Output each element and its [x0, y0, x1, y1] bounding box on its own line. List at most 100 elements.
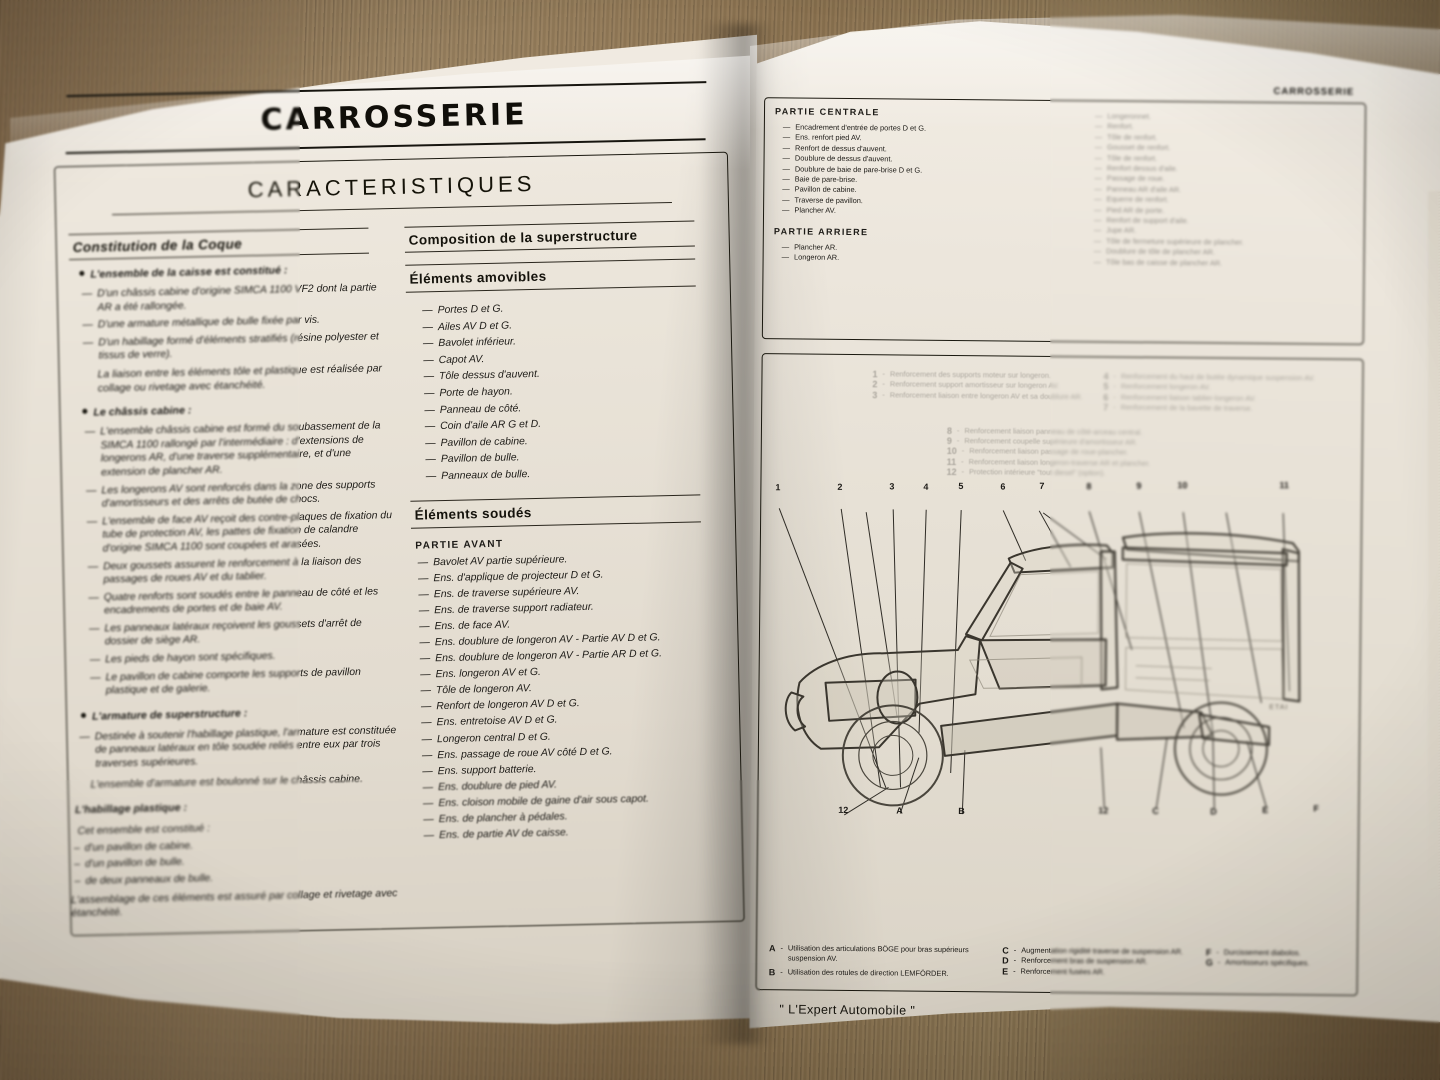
- legend-item: 12-Protection intérieure "tout diesel" (…: [946, 467, 1106, 478]
- legend-text: Renforcement de la bavette de traverse.: [1120, 402, 1253, 414]
- legend-numbers: 1-Renforcement des supports moteur sur l…: [872, 369, 1352, 415]
- legend-key: B: [768, 966, 776, 977]
- dash-marker: —: [422, 766, 433, 778]
- dash-marker: —: [1094, 132, 1103, 142]
- legend-item: B-Utilisation des rotules de direction L…: [768, 966, 949, 978]
- list-item-text: Porte de hayon.: [439, 386, 513, 400]
- legend-numbers-left: 1-Renforcement des supports moteur sur l…: [872, 369, 1087, 413]
- callout-6: 6: [1000, 481, 1006, 492]
- diagram-box: 1-Renforcement des supports moteur sur l…: [755, 353, 1364, 996]
- dash-marker: —: [420, 701, 432, 713]
- legend-item: E-Renforcement fusées AR.: [1002, 966, 1105, 977]
- legend-letters: A-Utilisation des articulations BÖGE pou…: [769, 943, 1325, 983]
- callout-A: A: [896, 805, 903, 816]
- dash-marker: —: [90, 672, 101, 684]
- list-item-text: Longeron central D et G.: [436, 731, 551, 745]
- list-item-text: Destinée à soutenir l'habillage plastiqu…: [94, 724, 397, 770]
- list-item-text: Ailes AV D et G.: [437, 320, 513, 333]
- dash-marker: —: [418, 589, 429, 601]
- dash-marker: —: [782, 184, 790, 194]
- col2-sub-soudes: Éléments soudés: [414, 504, 532, 523]
- list-partie-centrale: —Encadrement d'entrée de portes D et G. …: [782, 122, 1085, 219]
- dash-marker: —: [1094, 194, 1102, 204]
- list-item: —L'ensemble châssis cabine est formé du …: [85, 419, 392, 480]
- dash-marker: —: [81, 288, 93, 300]
- dash-marker: —: [418, 605, 430, 617]
- dash-marker: —: [421, 733, 433, 746]
- bullet-dot-icon: [79, 270, 85, 276]
- list-item-text: Ens. renfort pied AV.: [795, 132, 862, 143]
- list-item-text: Traverse de pavillon.: [794, 195, 863, 205]
- list-item-text: Renfort.: [1107, 121, 1134, 132]
- list-item-text: D'un châssis cabine d'origine SIMCA 1100…: [97, 282, 377, 314]
- legend-numbers-center: 8-Renforcement liaison panneau de côté-a…: [947, 426, 1227, 481]
- list-item-text: Longeron AR.: [793, 252, 840, 262]
- list-item: —Deux goussets assurent le renforcement …: [88, 554, 395, 588]
- dash-marker: —: [1094, 163, 1102, 173]
- list-item-text: Ens. cloison mobile de gaine d'air sous …: [438, 793, 649, 810]
- legend-key: G: [1205, 957, 1213, 968]
- list-item-text: Ens. doublure de pied AV.: [437, 779, 558, 794]
- list-item-text: Ens. doublure de longeron AV - Partie AR…: [435, 648, 663, 665]
- partie-arriere-label: PARTIE ARRIERE: [773, 225, 869, 237]
- legend-letters-col-b: C-Augmentation rigidité traverse de susp…: [1002, 945, 1196, 981]
- list-item-text: Jupe AR.: [1106, 225, 1137, 236]
- parts-col-right: — Longeronnet. — Renfort. — Tôle de renfort…: [1084, 109, 1342, 270]
- list-item-text: de deux panneaux de bulle.: [85, 873, 214, 887]
- legend-number: 1: [872, 369, 878, 380]
- legend-text: Renforcement fusées AR.: [1020, 966, 1105, 977]
- dash-marker: —: [82, 319, 93, 332]
- legend-text: Renforcement liaison entre longeron AV e…: [889, 390, 1083, 402]
- dash-marker: —: [419, 637, 431, 649]
- legend-item: G-Amortisseurs spécifiques.: [1205, 957, 1310, 968]
- bullet-dot-icon: [80, 712, 87, 718]
- list-item-text: Tôle de longeron AV.: [435, 683, 532, 697]
- dash-marker: —: [781, 252, 790, 262]
- col1-heading: Constitution de la Coque: [72, 236, 243, 256]
- dash-marker: —: [423, 354, 434, 367]
- list-item-text: Capot AV.: [438, 353, 485, 366]
- dash-marker: —: [79, 731, 90, 743]
- list-item-text: Ens. de traverse supérieure AV.: [433, 585, 580, 600]
- list-item-text: Plancher AR.: [794, 242, 838, 252]
- list-item-text: Pavillon de cabine.: [440, 435, 528, 449]
- legend-number: 3: [872, 390, 878, 401]
- dash-marker: —: [782, 143, 791, 153]
- dash-marker: —: [782, 205, 790, 215]
- callouts-bottom: 12 A B 12 C D E F: [768, 798, 1328, 823]
- list-item-text: Plancher AV.: [794, 205, 836, 216]
- list-item-text: Tôle de renfort.: [1107, 132, 1158, 142]
- list-item-text: Bavolet inférieur.: [438, 336, 517, 350]
- list-elements-amovibles: —Portes D et G. —Ailes AV D et G. —Bavol…: [422, 298, 710, 484]
- parts-list-box: PARTIE CENTRALE —Encadrement d'entrée de…: [761, 97, 1367, 345]
- list-item-text: Quatre renforts sont soudés entre le pan…: [103, 586, 379, 617]
- list-elements-soudes: —Bavolet AV partie supérieure. —Ens. d'a…: [418, 550, 718, 844]
- legend-numbers-right: 4-Renforcement du haut de butée dynamiqu…: [1103, 371, 1318, 415]
- block-bullet-label: L'ensemble de la caisse est constitué :: [90, 264, 288, 281]
- legend-key: F: [1205, 947, 1212, 958]
- legend-key: A: [768, 943, 776, 954]
- legend-text: Durcissement diabolos.: [1223, 947, 1301, 958]
- list-item: —Longeron AR.: [782, 252, 1084, 265]
- list-item: —Panneaux de bulle.: [426, 464, 710, 484]
- legend-number: 9: [946, 435, 952, 447]
- list-item-text: Pied AR de porte.: [1106, 205, 1165, 215]
- list-item-text: Tôle dessus d'auvent.: [438, 369, 540, 383]
- legend-number: 2: [872, 379, 878, 390]
- dash-marker: —: [422, 305, 433, 317]
- legend-number: 12: [946, 467, 957, 478]
- list-item-text: Renfort dessus d'aile.: [1106, 163, 1178, 174]
- callout-B: B: [958, 805, 965, 816]
- list-item-text: Panneaux de bulle.: [441, 469, 531, 482]
- dash-marker: —: [1094, 111, 1103, 121]
- list-item: —D'un habillage formé d'éléments stratif…: [83, 330, 390, 364]
- vehicle-body-svg: ETAI: [778, 507, 1301, 816]
- dash-marker: —: [86, 516, 98, 528]
- list-item-text: Le pavillon de cabine comporte les suppo…: [105, 666, 361, 697]
- list-item: —Les panneaux latéraux reçoivent les gou…: [89, 616, 396, 650]
- list-item-text: Longeronnet.: [1107, 111, 1151, 121]
- legend-text: Amortisseurs spécifiques.: [1225, 957, 1310, 968]
- list-item: —L'ensemble de face AV reçoit des contre…: [87, 509, 394, 556]
- legend-item: 3-Renforcement liaison entre longeron AV…: [872, 390, 1083, 402]
- callout-8: 8: [1086, 480, 1092, 491]
